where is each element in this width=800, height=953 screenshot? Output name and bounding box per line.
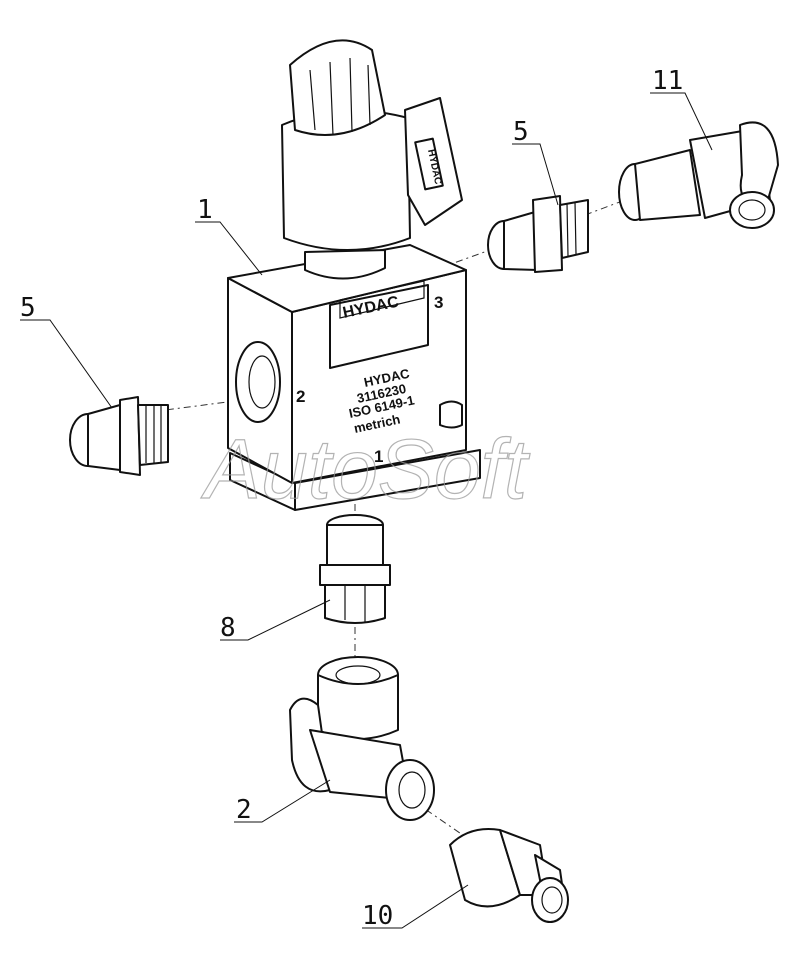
callout-11: 11 [652, 66, 683, 96]
callout-5-left: 5 [20, 293, 36, 323]
watermark: AutoSoft [200, 422, 531, 516]
port-p-label: 1 [374, 447, 383, 466]
fitting-part-5-left [69, 396, 169, 476]
callout-5-right: 5 [513, 117, 529, 147]
callout-2: 2 [236, 795, 252, 825]
tee-body-part-2 [289, 656, 435, 821]
adapter-part-8 [319, 514, 391, 624]
port-a-label: 2 [296, 387, 305, 406]
tee-fitting-part-11 [618, 121, 779, 229]
callout-8: 8 [220, 613, 236, 643]
callout-10: 10 [362, 901, 393, 931]
callout-numbers: 1 5 5 11 8 2 10 [20, 66, 683, 931]
leader-lines [20, 92, 713, 929]
fitting-part-5-right [487, 195, 589, 273]
valve-body-part-1 [227, 244, 481, 511]
connector-part-10 [449, 828, 569, 923]
port-b-label: 3 [434, 293, 443, 312]
solenoid-coil: HYDAC [281, 39, 463, 280]
callout-1: 1 [197, 195, 213, 225]
